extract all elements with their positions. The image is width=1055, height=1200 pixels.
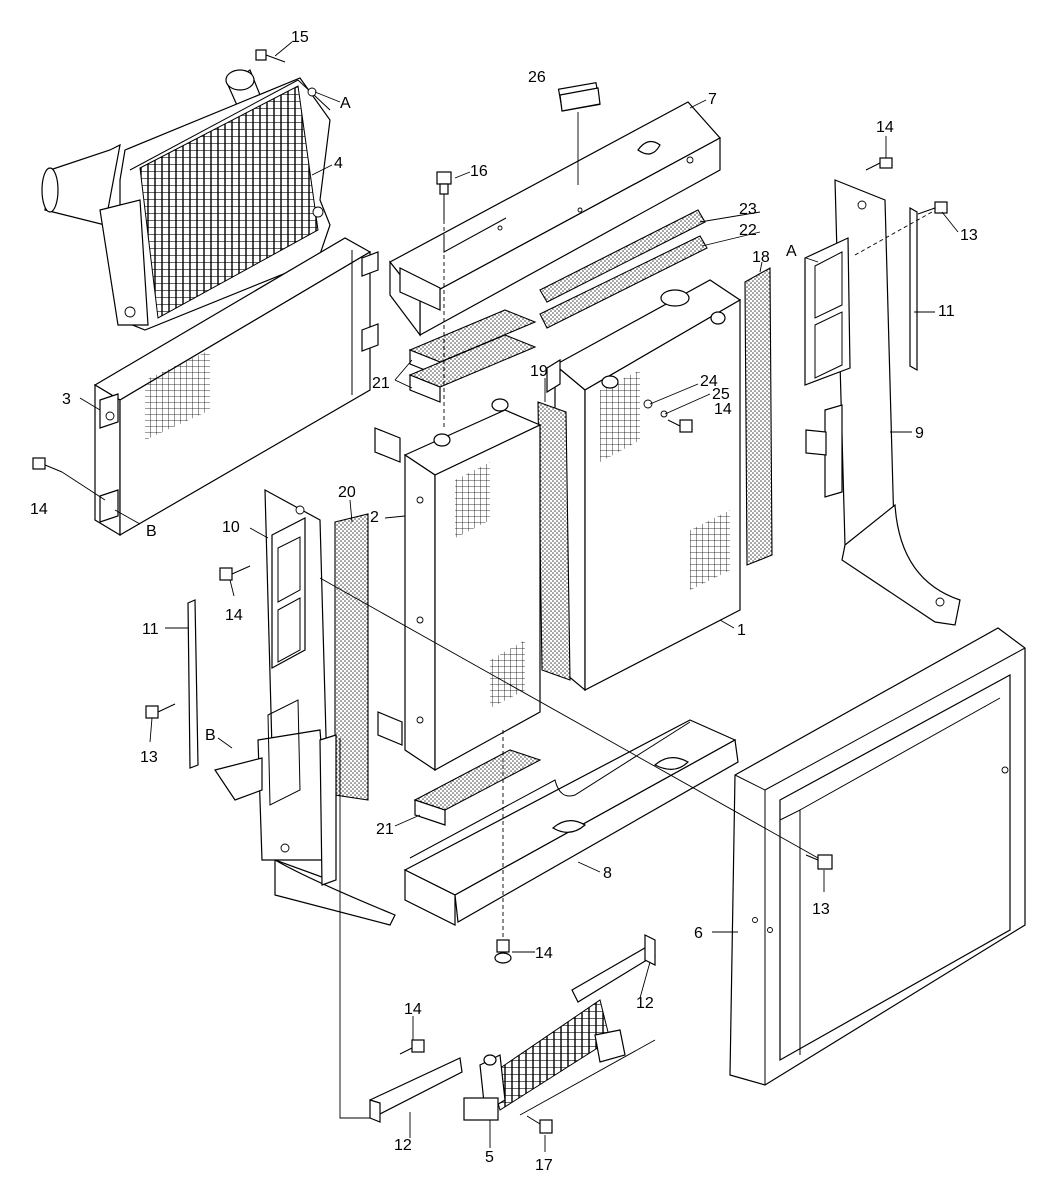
bolt-13-left [145,703,176,719]
callout-4: 4 [334,155,343,172]
bolt-14-frame10 [219,565,251,581]
callout-21-top: 21 [372,375,390,392]
callout-11-left: 11 [142,621,159,638]
callout-16: 16 [470,163,488,180]
bolt-13-shroud [805,854,833,870]
callout-18: 18 [752,249,770,266]
callout-14-center: 14 [714,401,732,418]
cooler-panel-part-3 [93,237,379,537]
callout-13-top-right: 13 [960,227,978,244]
callout-24: 24 [700,373,718,390]
callout-13-shroud: 13 [812,901,830,918]
callout-A-top: A [340,95,351,112]
callout-11-right: 11 [938,303,955,320]
label-part-26 [559,87,601,112]
callout-14-left: 14 [30,501,48,518]
callout-20: 20 [338,484,356,501]
bolt-17 [526,1115,553,1134]
assembly-lines [61,211,933,1119]
callout-21-bottom: 21 [376,821,394,838]
bottom-frame-part-8 [403,719,739,926]
callout-25: 25 [712,386,730,403]
callout-12-left: 12 [394,1137,412,1154]
callout-8: 8 [603,865,612,882]
callout-A-right: A [786,243,797,260]
side-frame-part-10 [187,488,396,926]
callout-labels: 15 A 4 26 7 16 14 13 23 22 18 A 11 3 21 … [30,29,978,1174]
callout-1: 1 [737,622,746,639]
callout-15: 15 [291,29,309,46]
small-oil-cooler-part-5 [463,999,626,1121]
callout-17: 17 [535,1157,553,1174]
callout-7: 7 [708,91,717,108]
bolt-14-center [643,399,693,433]
side-strips-18-19-20 [334,267,773,801]
callout-3: 3 [62,391,71,408]
callout-23: 23 [739,201,757,218]
callout-26: 26 [528,69,546,86]
bolt-16 [436,171,452,220]
callout-13-left: 13 [140,749,158,766]
callout-14-frame10: 14 [225,607,243,624]
bolt-14-left [32,457,63,473]
radiator-part-1 [546,279,742,692]
callout-leaders [79,41,959,1152]
callout-12-right: 12 [636,995,654,1012]
intercooler-part-4 [41,69,331,331]
callout-B-left: B [146,523,157,540]
bolt-15 [255,49,286,63]
callout-14-bracket: 14 [404,1001,422,1018]
bolt-13-top-right [917,201,948,215]
bolt-14-bottom [494,939,512,964]
callout-10: 10 [222,519,240,536]
bolt-14-bracket [399,1039,425,1055]
callout-22: 22 [739,222,757,239]
shroud-part-6 [729,627,1026,1086]
callout-6: 6 [694,925,703,942]
seal-strips-22-23 [539,209,708,329]
callout-14-top-right: 14 [876,119,894,136]
oil-cooler-part-2 [374,398,542,772]
pad-blocks-21 [408,309,542,826]
bolt-14-top-right [865,157,893,171]
callout-9: 9 [915,425,924,442]
callout-14-bottom: 14 [535,945,553,962]
side-frame-part-9 [804,179,961,626]
bolts [32,49,948,1134]
callout-B-frame10: B [205,727,216,744]
callout-5: 5 [485,1149,494,1166]
callout-19: 19 [530,363,548,380]
callout-2: 2 [370,509,379,526]
brackets-part-12 [369,934,656,1123]
